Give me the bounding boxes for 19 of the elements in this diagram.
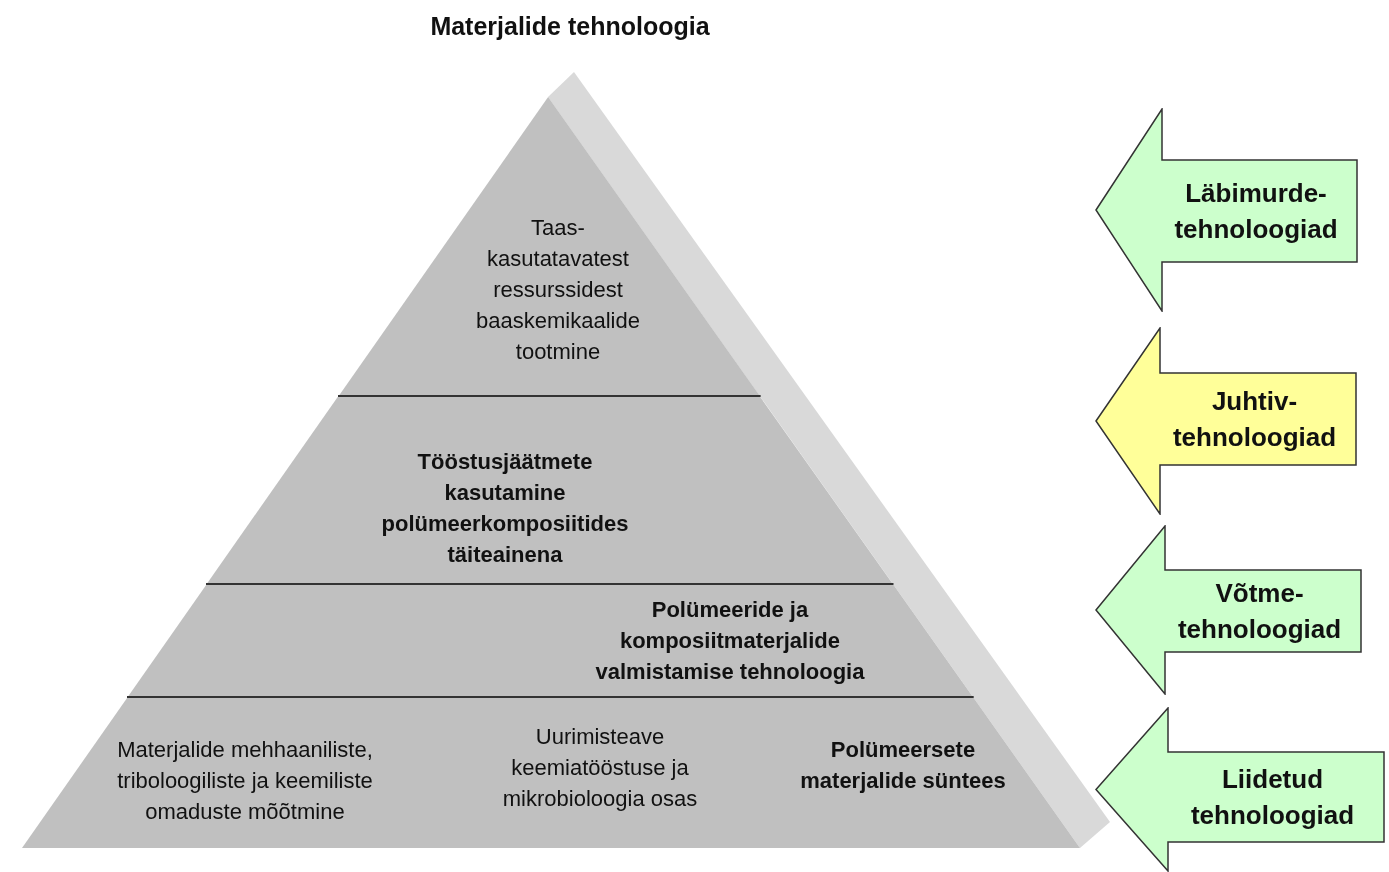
pyramid-tier [127,585,974,698]
diagram-title: Materjalide tehnoloogia [429,11,711,42]
tier-text: Taas- kasutatavatest ressurssidest baaskemikaalide tootmine [475,214,641,366]
arrow-shape [1095,108,1358,312]
tier-text: Tööstusjäätmete kasutamine polümeerkomposiitides täiteainena [380,448,630,569]
arrow-shape [1095,707,1385,872]
arrow-text: Läbimurde- tehnoloogiad [1173,177,1339,246]
pyramid-tier [206,397,894,585]
arrow-shape [1095,327,1357,515]
tier-text: Polümeersete materjalide süntees [799,736,1007,795]
tier-text: Materjalide mehhaaniliste, triboloogiliste ja keemiliste omaduste mõõtmine [116,736,374,826]
arrow-shape [1095,525,1362,695]
arrow-text: Liidetud tehnoloogiad [1189,763,1356,832]
arrow-text: Võtme- tehnoloogiad [1176,577,1343,646]
arrow-text: Juhtiv- tehnoloogiad [1171,385,1338,454]
tier-text: Uurimisteave keemiatööstuse ja mikrobioloogia osas [501,723,699,813]
pyramid-tier [22,698,1080,848]
pyramid-tier [337,97,761,397]
tier-text: Polümeeride ja komposiitmaterjalide valmistamise tehnoloogia [594,596,866,686]
